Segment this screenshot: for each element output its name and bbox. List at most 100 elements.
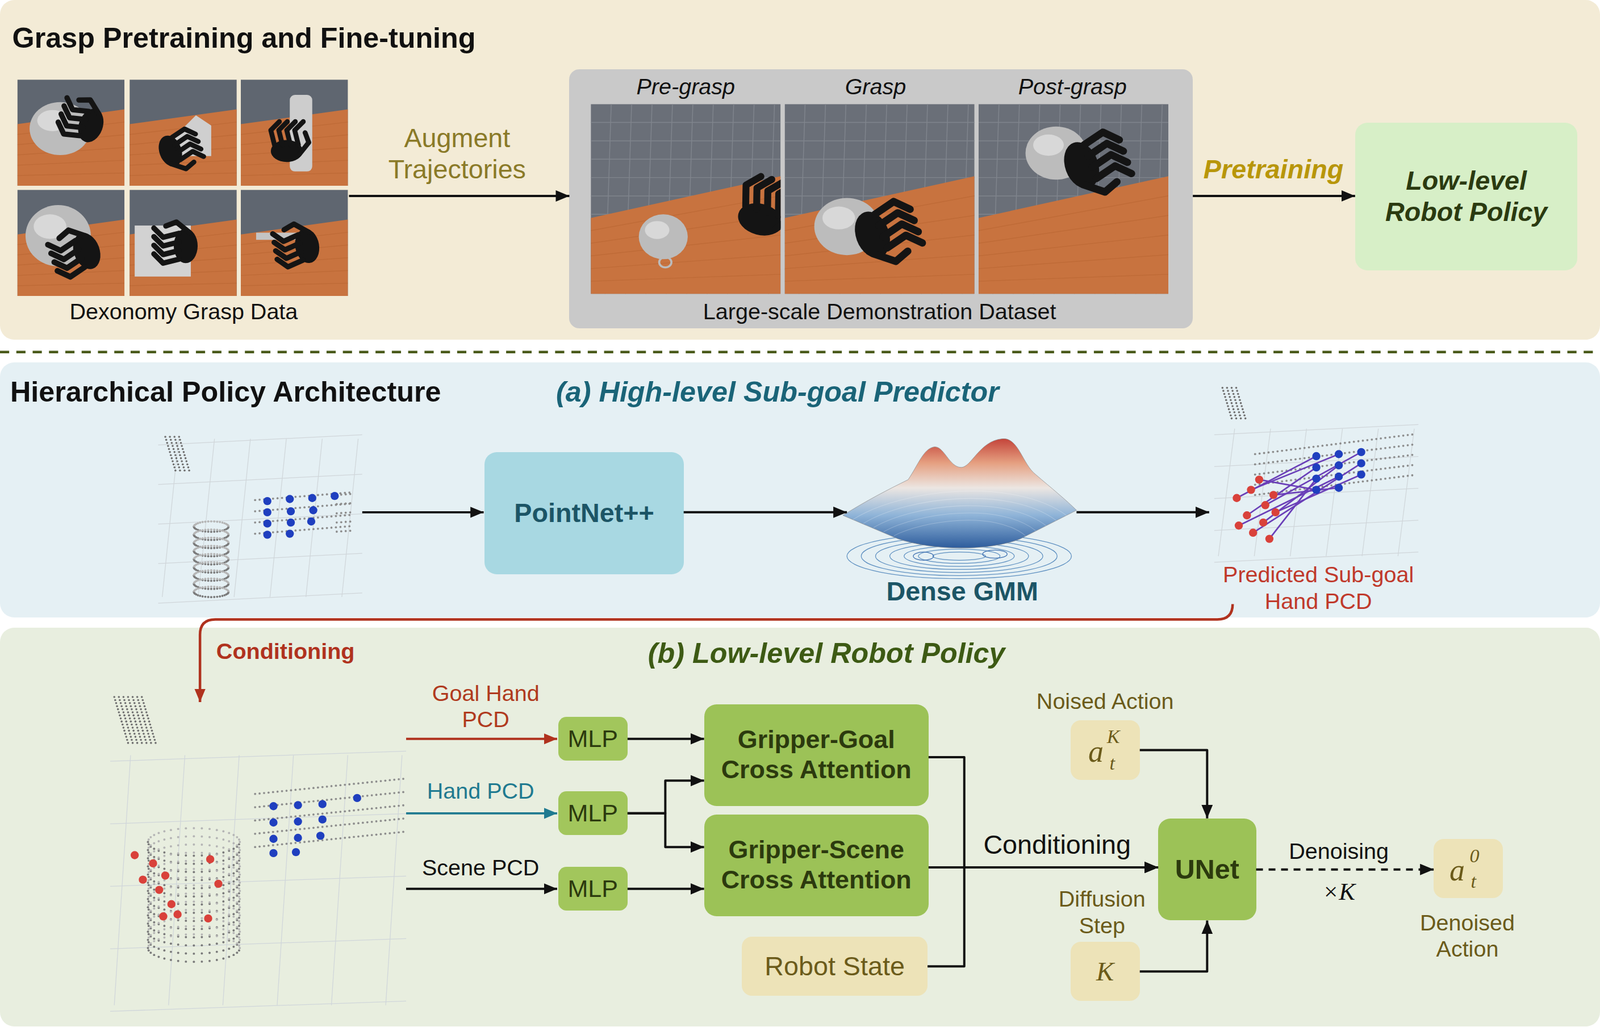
- circle-shape: [227, 532, 230, 536]
- circle-shape: [172, 448, 175, 451]
- circle-shape: [207, 546, 210, 550]
- circle-shape: [379, 793, 383, 796]
- circle-shape: [212, 520, 216, 523]
- circle-shape: [238, 905, 241, 909]
- circle-shape: [128, 717, 132, 720]
- circle-shape: [253, 521, 257, 524]
- variable-box: Noised ActionatK: [1070, 720, 1140, 780]
- path-shape: [978, 235, 1169, 257]
- circle-shape: [1343, 482, 1347, 486]
- circle-shape: [263, 519, 272, 528]
- circle-shape: [149, 868, 152, 871]
- circle-shape: [192, 879, 195, 882]
- circle-shape: [222, 870, 225, 873]
- text-slot: K: [1106, 725, 1121, 749]
- circle-shape: [318, 800, 327, 809]
- circle-shape: [1221, 386, 1224, 390]
- circle-shape: [149, 884, 152, 888]
- circle-shape: [357, 821, 360, 825]
- circle-shape: [177, 943, 180, 946]
- circle-shape: [192, 944, 195, 947]
- circle-shape: [215, 902, 219, 905]
- circle-shape: [1325, 444, 1328, 447]
- annotation-label: Hand PCD: [427, 777, 535, 805]
- text-slot: PointNet++: [514, 497, 655, 529]
- circle-shape: [157, 947, 160, 950]
- circle-shape: [1235, 402, 1238, 405]
- circle-shape: [232, 847, 235, 850]
- circle-shape: [237, 838, 241, 841]
- circle-shape: [1356, 458, 1365, 467]
- circle-shape: [139, 723, 142, 726]
- circle-shape: [1406, 433, 1410, 437]
- circle-shape: [152, 847, 156, 850]
- text-slot: t: [1109, 752, 1115, 775]
- path-shape: [406, 812, 558, 815]
- circle-shape: [169, 845, 173, 848]
- circle-shape: [152, 882, 156, 885]
- circle-shape: [122, 726, 125, 729]
- circle-shape: [200, 878, 203, 881]
- circle-shape: [352, 809, 355, 812]
- circle-shape: [208, 844, 211, 847]
- circle-shape: [177, 884, 180, 888]
- circle-shape: [157, 929, 160, 933]
- robot-hand: [271, 220, 322, 269]
- circle-shape: [201, 528, 204, 532]
- circle-shape: [1271, 471, 1274, 474]
- circle-shape: [232, 904, 235, 908]
- circle-shape: [212, 553, 216, 556]
- circle-shape: [1411, 433, 1414, 436]
- circle-shape: [298, 814, 302, 817]
- circle-shape: [388, 805, 391, 808]
- circle-shape: [198, 562, 202, 565]
- circle-shape: [1298, 488, 1302, 491]
- circle-shape: [210, 563, 213, 566]
- circle-shape: [353, 794, 362, 802]
- circle-shape: [1379, 468, 1382, 471]
- circle-shape: [218, 553, 221, 557]
- circle-shape: [227, 913, 231, 916]
- circle-shape: [207, 520, 210, 523]
- text-slot: Goal Hand PCD: [419, 679, 553, 733]
- circle-shape: [169, 828, 173, 831]
- path-shape: [873, 242, 910, 268]
- circle-shape: [169, 869, 173, 872]
- circle-shape: [272, 830, 275, 834]
- circle-shape: [285, 842, 288, 846]
- circle-shape: [307, 840, 311, 843]
- circle-shape: [267, 844, 270, 847]
- circle-shape: [222, 911, 225, 914]
- render-tile: [17, 79, 125, 186]
- circle-shape: [253, 832, 257, 835]
- path-shape: [165, 222, 190, 233]
- circle-shape: [348, 809, 351, 813]
- circle-shape: [203, 577, 207, 580]
- text-slot: Large-scale Demonstration Dataset: [703, 298, 1057, 325]
- circle-shape: [131, 695, 135, 699]
- circle-shape: [149, 909, 152, 912]
- circle-shape: [163, 838, 166, 841]
- circle-shape: [330, 515, 333, 518]
- circle-shape: [208, 868, 211, 871]
- circle-shape: [272, 497, 275, 500]
- circle-shape: [1370, 458, 1373, 462]
- text-slot: (b) Low-level Robot Policy: [648, 636, 1006, 670]
- circle-shape: [152, 912, 156, 916]
- circle-shape: [1235, 404, 1239, 408]
- circle-shape: [227, 947, 231, 950]
- circle-shape: [1241, 408, 1244, 411]
- circle-shape: [335, 521, 338, 524]
- circle-shape: [276, 508, 279, 511]
- circle-shape: [212, 579, 216, 582]
- circle-shape: [312, 528, 315, 531]
- circle-shape: [210, 520, 213, 523]
- circle-shape: [335, 525, 338, 529]
- circle-shape: [144, 723, 147, 726]
- circle-shape: [1263, 492, 1266, 495]
- circle-shape: [339, 783, 342, 787]
- circle-shape: [192, 916, 195, 919]
- circle-shape: [237, 900, 241, 903]
- circle-shape: [366, 781, 369, 784]
- circle-shape: [147, 944, 150, 947]
